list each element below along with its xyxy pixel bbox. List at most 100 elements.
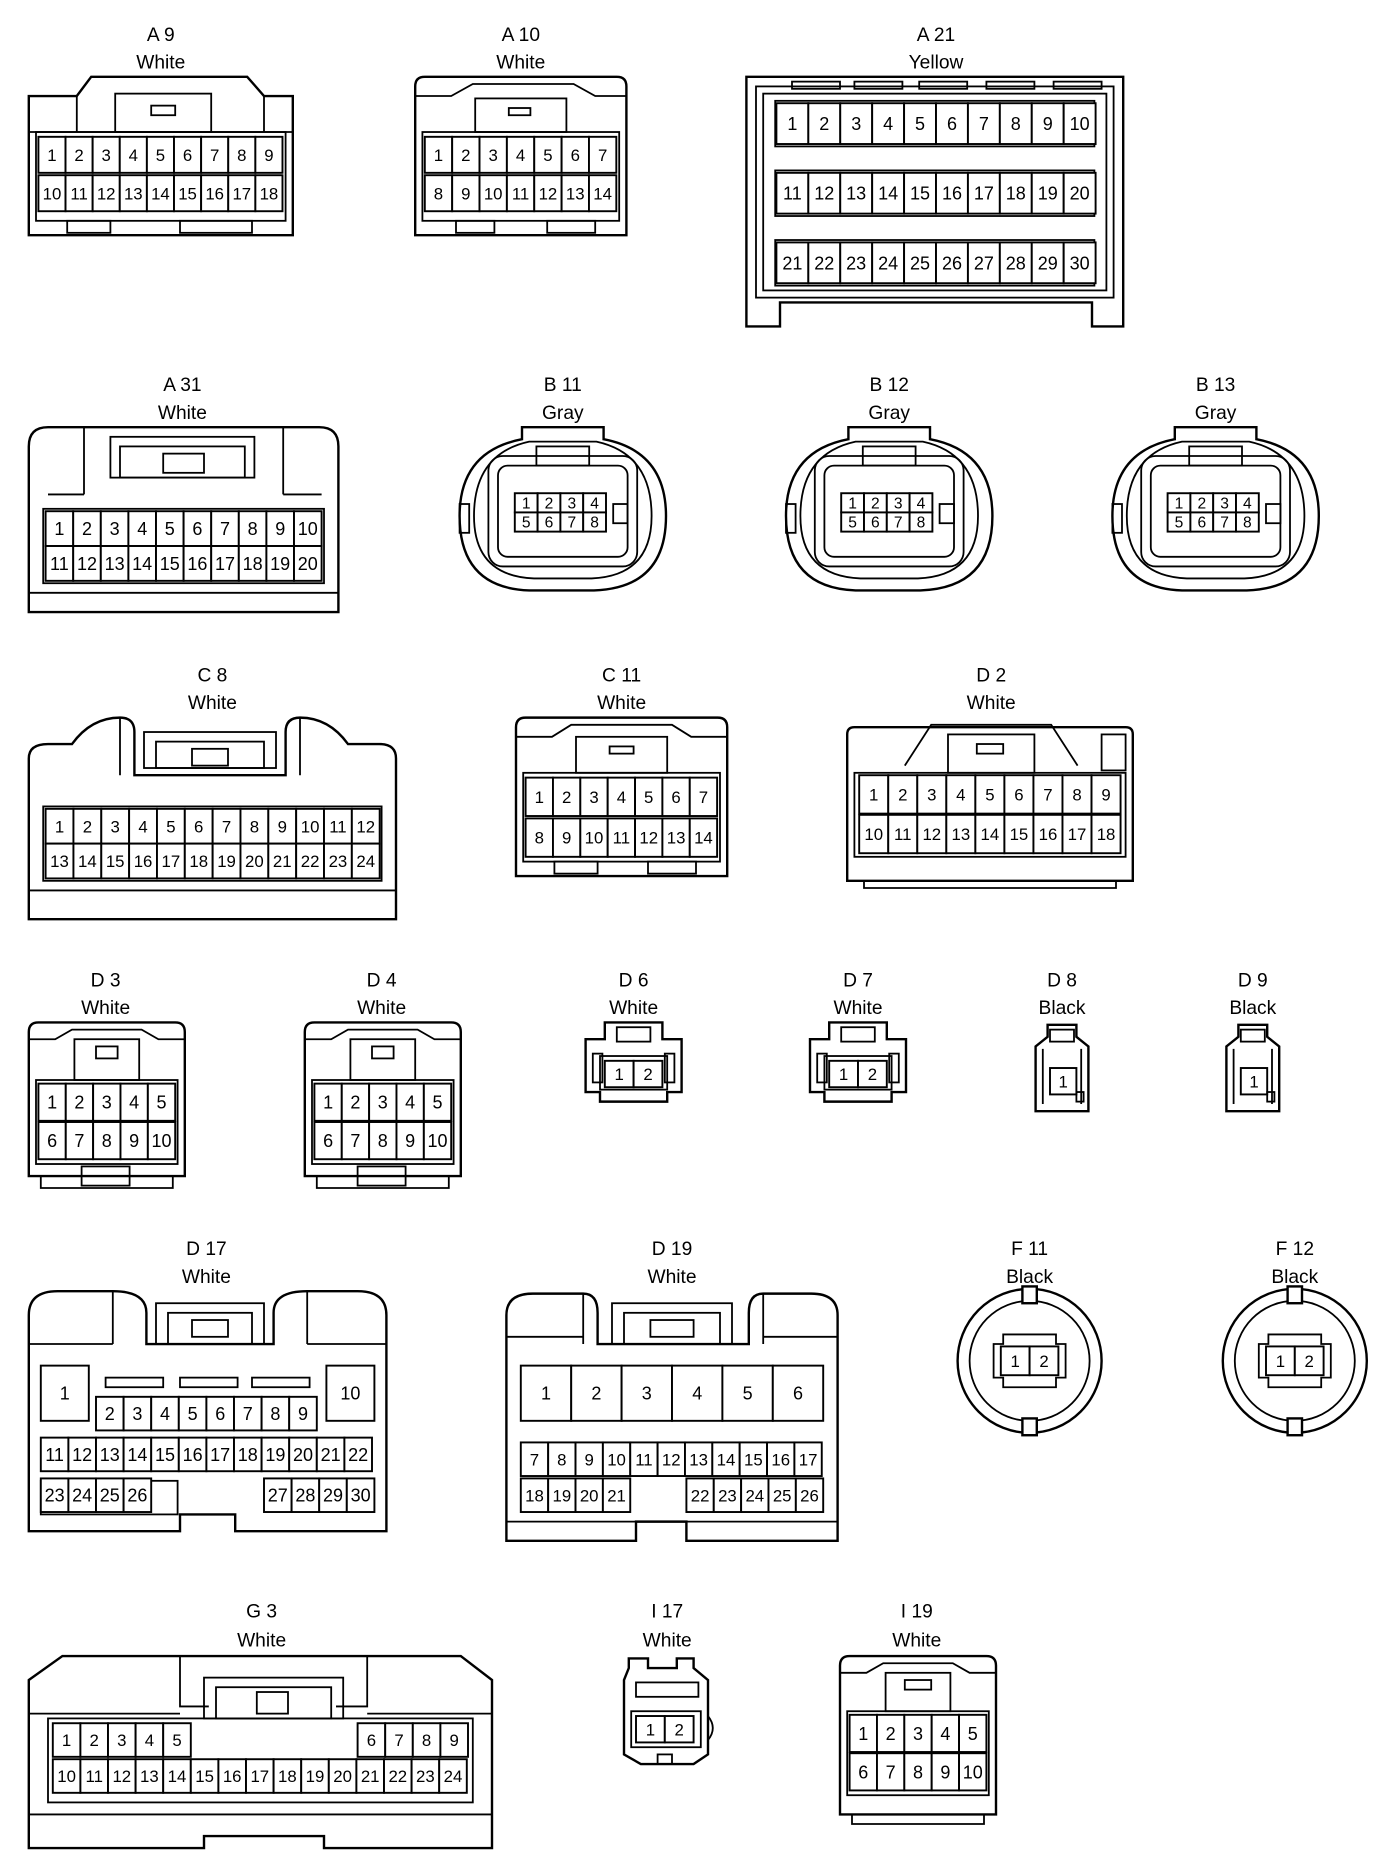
pin-label: 4 [692, 1384, 702, 1404]
pin-label: 15 [910, 184, 930, 204]
pin-1: 1 [37, 1082, 67, 1122]
pin-label: 20 [333, 1767, 352, 1786]
pin-5: 5 [156, 807, 186, 845]
connector-color-label: White [496, 52, 545, 73]
connector-id-label: D 8 [1047, 970, 1077, 991]
pin-2: 2 [857, 1059, 888, 1089]
pin-8: 8 [903, 1752, 933, 1792]
pin-label: 17 [799, 1450, 818, 1469]
pin-7: 7 [875, 1752, 906, 1792]
pin-label: 1 [323, 1093, 333, 1113]
pin-11: 11 [887, 813, 919, 855]
pin-10: 10 [1062, 102, 1097, 145]
pin-label: 9 [1043, 114, 1053, 134]
pin-label: 26 [942, 253, 962, 273]
pin-10: 10 [51, 1758, 82, 1794]
connector-color-label: White [158, 403, 207, 424]
pin-label: 16 [1039, 825, 1058, 844]
pin-12: 12 [350, 807, 381, 845]
pin-22: 22 [383, 1758, 413, 1794]
pin-label: 3 [102, 1093, 112, 1113]
pin-9: 9 [1030, 102, 1065, 145]
pin-label: 13 [667, 829, 686, 848]
pin-label: 8 [248, 519, 258, 539]
pin-7: 7 [688, 776, 719, 817]
pin-17: 17 [966, 171, 1001, 215]
connector-id-label: C 11 [602, 666, 641, 687]
pin-label: 6 [793, 1384, 803, 1404]
pin-label: 16 [223, 1767, 242, 1786]
pin-label: 10 [152, 1131, 172, 1151]
pin-5: 5 [146, 1082, 177, 1122]
pin-17: 17 [205, 1436, 235, 1473]
pin-label: 13 [124, 184, 143, 203]
pin-2: 2 [536, 492, 562, 514]
pin-label: 26 [800, 1486, 819, 1505]
pin-label: 6 [545, 515, 554, 532]
pin-9: 9 [1090, 774, 1122, 815]
pin-5: 5 [903, 102, 937, 145]
pin-4: 4 [128, 807, 158, 845]
pin-label: 4 [1243, 495, 1252, 512]
pin-16: 16 [200, 174, 230, 213]
pin-20: 20 [239, 842, 270, 880]
pin-6: 6 [356, 1722, 387, 1758]
pin-5: 5 [1166, 511, 1192, 533]
pin-label: 27 [974, 253, 994, 273]
pin-6: 6 [205, 1395, 235, 1432]
pin-9: 9 [439, 1722, 469, 1758]
pin-26: 26 [122, 1477, 153, 1513]
pin-label: 3 [567, 495, 576, 512]
pin-label: 8 [917, 515, 926, 532]
connector-color-label: Gray [868, 403, 910, 424]
pin-16: 16 [177, 1436, 208, 1473]
pin-label: 16 [187, 554, 207, 574]
pin-10: 10 [579, 817, 609, 858]
pin-14: 14 [72, 842, 103, 880]
pin-3: 3 [839, 102, 874, 145]
pin-label: 6 [947, 114, 957, 134]
connector-color-label: Black [1039, 998, 1086, 1019]
pin-16: 16 [766, 1441, 796, 1477]
pin-2: 2 [551, 776, 582, 817]
pin-3: 3 [99, 510, 130, 547]
pin-12: 12 [916, 813, 948, 855]
pin-label: 8 [1072, 785, 1081, 804]
pin-label: 25 [773, 1486, 792, 1505]
pin-label: 13 [846, 184, 866, 204]
pin-label: 25 [100, 1486, 120, 1506]
pin-label: 20 [580, 1486, 599, 1505]
pin-1: 1 [840, 492, 865, 514]
connector-id-label: D 9 [1238, 970, 1268, 991]
pin-3: 3 [107, 1722, 137, 1758]
pin-7: 7 [885, 511, 911, 533]
pin-label: 6 [194, 817, 203, 836]
pin-28: 28 [290, 1477, 321, 1513]
pin-3: 3 [368, 1082, 398, 1122]
pin-label: 4 [138, 817, 147, 836]
pin-label: 5 [522, 515, 531, 532]
pin-label: 24 [444, 1767, 463, 1786]
pin-6: 6 [935, 102, 969, 145]
pin-label: 2 [90, 1731, 99, 1750]
pin-label: 17 [210, 1445, 230, 1465]
pin-label: 9 [278, 817, 287, 836]
pin-label: 15 [160, 554, 180, 574]
pin-25: 25 [95, 1477, 125, 1513]
pin-5: 5 [162, 1722, 192, 1758]
pin-label: 22 [691, 1486, 710, 1505]
pin-23: 23 [839, 241, 874, 285]
pin-label: 2 [82, 519, 92, 539]
pin-label: 10 [340, 1384, 360, 1404]
pin-2: 2 [72, 510, 102, 547]
pin-7: 7 [559, 511, 585, 533]
pin-label: 18 [189, 852, 208, 871]
pin-3: 3 [91, 135, 121, 174]
pin-label: 14 [593, 184, 612, 203]
pin-10: 10 [295, 807, 325, 845]
pin-label: 6 [47, 1131, 57, 1151]
pin-5: 5 [634, 776, 664, 817]
pin-label: 5 [968, 1724, 978, 1744]
pin-30: 30 [345, 1477, 376, 1513]
